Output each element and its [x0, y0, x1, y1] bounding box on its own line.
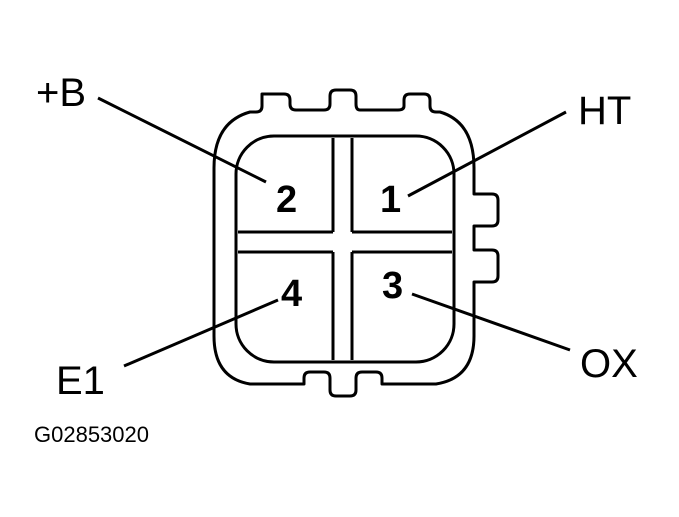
leader-line-pin-3: [411, 292, 571, 352]
pin-number-4: 4: [281, 273, 302, 315]
pin-number-1: 1: [380, 179, 401, 221]
signal-label-ox: OX: [580, 342, 638, 386]
signal-label-plus-b: +B: [36, 71, 86, 115]
pin-number-2: 2: [276, 179, 297, 221]
leader-line-pin-2: [97, 96, 267, 184]
signal-label-ht: HT: [578, 89, 631, 133]
signal-label-e1: E1: [56, 359, 105, 403]
leader-line-pin-1: [407, 110, 567, 198]
leader-line-pin-4: [123, 298, 279, 368]
connector-housing-outer: [212, 88, 500, 398]
connector-face: [234, 134, 456, 364]
pin-number-3: 3: [382, 265, 403, 307]
figure-code: G02853020: [34, 422, 149, 447]
